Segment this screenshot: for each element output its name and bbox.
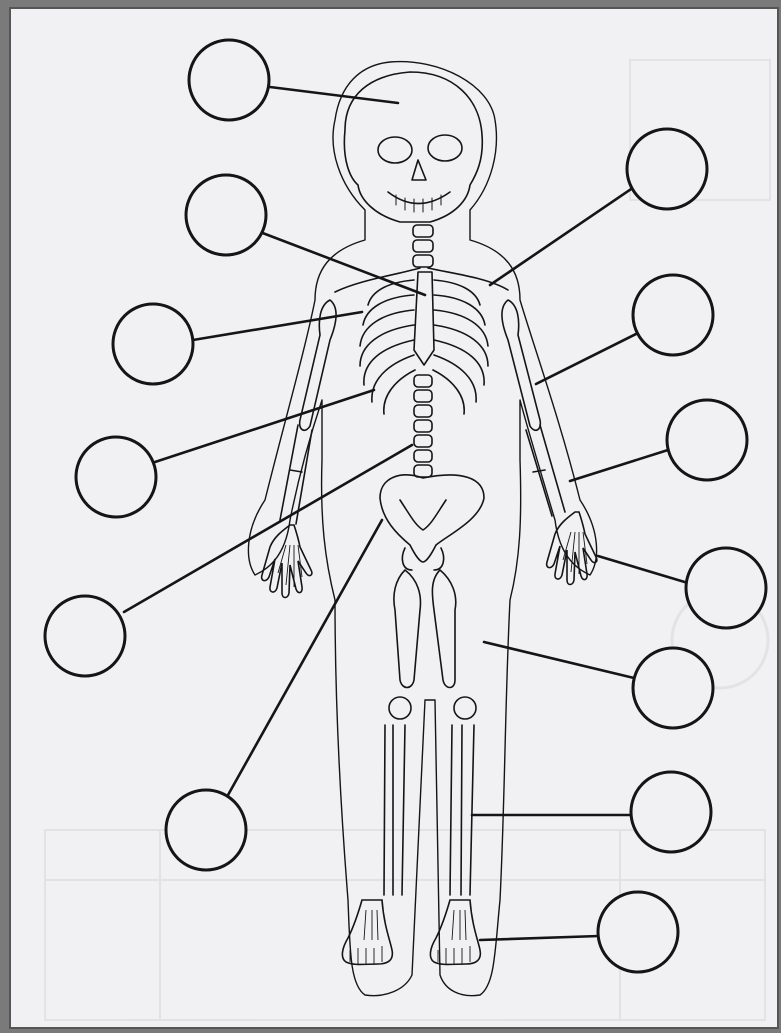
label-circle-femur[interactable] bbox=[633, 648, 713, 728]
label-circle-shin[interactable] bbox=[631, 772, 711, 852]
label-circle-clavicle[interactable] bbox=[186, 175, 266, 255]
label-circle-humerus[interactable] bbox=[633, 275, 713, 355]
label-circle-spine[interactable] bbox=[45, 596, 125, 676]
label-circle-ribs[interactable] bbox=[113, 304, 193, 384]
label-circle-pelvis[interactable] bbox=[166, 790, 246, 870]
label-circle-shoulder-blade[interactable] bbox=[627, 129, 707, 209]
label-circle-hand[interactable] bbox=[686, 548, 766, 628]
label-circle-skull[interactable] bbox=[189, 40, 269, 120]
label-circle-ribcage[interactable] bbox=[76, 437, 156, 517]
label-circle-forearm[interactable] bbox=[667, 400, 747, 480]
label-circle-foot[interactable] bbox=[598, 892, 678, 972]
